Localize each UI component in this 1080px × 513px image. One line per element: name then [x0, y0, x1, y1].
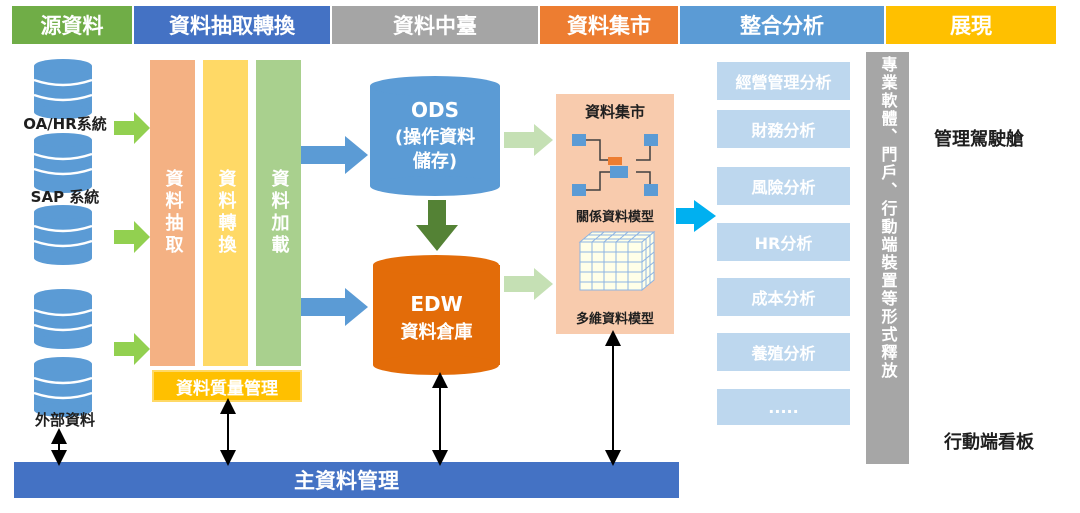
- blue-arrow-icon: [301, 288, 368, 326]
- master-data-management-bar: 主資料管理: [14, 462, 679, 498]
- green-down-arrow-icon: [416, 200, 458, 251]
- datamart-box: 資料集市 關係資料模型 多維資料模型: [556, 94, 674, 334]
- quality-management-label: 資料質量管理: [176, 378, 278, 399]
- light-green-arrow-icon: [504, 124, 553, 156]
- multidimensional-cube-icon: [578, 230, 656, 292]
- analysis-item: 財務分析: [717, 110, 850, 148]
- analysis-item: 風險分析: [717, 167, 850, 205]
- analysis-item-label: HR分析: [754, 234, 813, 253]
- relational-model-label: 關係資料模型: [575, 210, 654, 225]
- header-source: 源資料: [12, 6, 132, 44]
- light-green-arrow-icon: [504, 268, 553, 300]
- master-data-management-label: 主資料管理: [294, 469, 399, 493]
- analysis-item-label: 財務分析: [751, 121, 816, 140]
- header-middle-label: 資料中臺: [393, 14, 477, 38]
- multidim-model-label: 多維資料模型: [575, 312, 654, 327]
- header-middle: 資料中臺: [332, 6, 538, 44]
- edw-cylinder: [373, 255, 500, 375]
- edw-subtitle: 資料倉庫: [400, 322, 473, 343]
- release-channels-bar: 專業軟體、門戶、行動端裝置等形式釋放: [866, 52, 909, 464]
- header-mart-label: 資料集市: [567, 14, 651, 38]
- green-arrow-icon: [114, 112, 150, 144]
- blue-arrow-icon: [301, 136, 368, 174]
- analysis-item-label: 養殖分析: [751, 344, 816, 363]
- etl-transform-label: 資料轉換: [215, 169, 237, 257]
- etl-extract-column: 資料抽取: [150, 60, 195, 366]
- cyan-arrow-icon: [676, 200, 716, 232]
- header-analysis: 整合分析: [680, 6, 884, 44]
- analysis-item: 成本分析: [717, 278, 850, 316]
- header-analysis-label: 整合分析: [740, 14, 824, 38]
- management-cockpit-label: 管理駕駛艙: [934, 129, 1024, 150]
- analysis-item-label: 成本分析: [751, 289, 816, 308]
- analysis-item: 經營管理分析: [717, 62, 850, 100]
- header-present-label: 展現: [950, 14, 992, 38]
- ods-subtitle: (操作資料儲存): [394, 127, 476, 172]
- edw-text: EDW 資料倉庫: [373, 292, 500, 344]
- header-mart: 資料集市: [540, 6, 678, 44]
- analysis-item: 養殖分析: [717, 333, 850, 371]
- ods-title: ODS: [410, 98, 459, 122]
- etl-load-column: 資料加載: [256, 60, 301, 366]
- source-external-label: 外部資料: [34, 411, 95, 429]
- etl-load-label: 資料加載: [268, 169, 290, 257]
- etl-extract-label: 資料抽取: [162, 169, 184, 257]
- relational-model-icon: [572, 134, 658, 196]
- ods-text: ODS (操作資料儲存): [370, 98, 500, 174]
- source-sap-label: SAP 系統: [30, 188, 100, 206]
- analysis-item: .....: [717, 389, 850, 425]
- analysis-item: HR分析: [717, 223, 850, 261]
- ods-cylinder: [370, 76, 500, 196]
- header-source-label: 源資料: [40, 14, 104, 38]
- quality-management-box: 資料質量管理: [152, 370, 302, 402]
- edw-title: EDW: [410, 292, 463, 316]
- analysis-item-label: 經營管理分析: [735, 73, 832, 92]
- mobile-dashboard-label: 行動端看板: [944, 432, 1034, 453]
- analysis-item-label: 風險分析: [751, 178, 816, 197]
- etl-transform-column: 資料轉換: [203, 60, 248, 366]
- green-arrow-icon: [114, 221, 150, 253]
- release-channels-label: 專業軟體、門戶、行動端裝置等形式釋放: [878, 56, 898, 380]
- green-arrow-icon: [114, 333, 150, 365]
- source-oa-hr-label: OA/HR系統: [23, 115, 107, 133]
- header-present: 展現: [886, 6, 1056, 44]
- header-etl: 資料抽取轉換: [134, 6, 330, 44]
- analysis-item-label: .....: [768, 397, 799, 417]
- datamart-title: 資料集市: [584, 103, 645, 121]
- header-etl-label: 資料抽取轉換: [169, 14, 295, 38]
